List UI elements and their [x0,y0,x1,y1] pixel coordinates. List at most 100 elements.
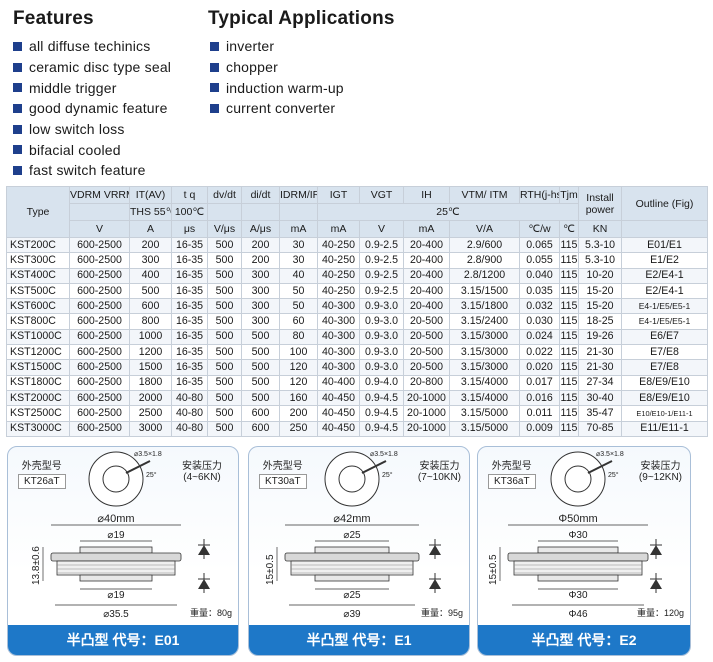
feature-item: ceramic disc type seal [13,57,171,78]
table-cell: 115 [559,405,579,422]
table-cell: 15-20 [578,298,622,315]
type-cell: KST1500C [6,359,70,376]
table-cell: 40-450 [317,420,360,437]
pressure-label: 安装压力 [640,461,681,472]
table-cell: 300 [129,252,172,269]
case-tag: 外壳型号 KT36aT [488,457,536,489]
bottom-pole [537,574,619,582]
applications-title: Typical Applications [208,8,395,29]
table-cell: 300 [241,282,280,300]
case-code: KT26aT [18,474,66,489]
bottom-pole [79,574,153,582]
col-it: IT(AV) [129,186,172,204]
case-label: 外壳型号 [262,461,303,472]
top-diameter: ⌀19 [107,530,125,541]
angle-label: 25° [382,471,393,479]
table-cell: 0.065 [519,236,560,254]
table-cell: 1200 [129,344,172,361]
unit-cell: ℃ [559,220,579,238]
header-blank [207,203,242,221]
bullet-square-icon [13,103,22,113]
table-cell: 0.9-2.5 [359,282,404,300]
table-cell: 160 [279,389,318,407]
table-cell: 16-35 [171,313,208,330]
table-cell: 600-2500 [69,236,130,254]
table-cell: 2.8/1200 [449,267,520,284]
col-outline: Outline (Fig) [621,186,708,221]
bullet-square-icon [210,62,219,72]
table-cell: 16-35 [171,328,208,346]
table-cell: 21-30 [578,359,622,376]
table-cell: 18-25 [578,313,622,330]
table-cell: 50 [279,282,318,300]
table-cell: 600-2500 [69,405,130,422]
table-cell: 3.15/1800 [449,298,520,315]
table-cell: 2000 [129,389,172,407]
thyristor-symbol-icon [198,573,210,593]
table-cell: 0.9-2.5 [359,252,404,269]
applications-list: inverter chopper induction warm-up curre… [210,36,344,119]
table-cell: 250 [279,420,318,437]
table-cell: 70-85 [578,420,622,437]
table-cell: 200 [241,252,280,269]
gate-lead [587,460,613,474]
case-tag: 外壳型号 KT30aT [259,457,307,489]
table-cell: 40-80 [171,420,208,437]
table-cell: E4-1/E5/E5-1 [621,298,708,315]
table-cell: 40-300 [317,344,360,361]
panel-caption: 半凸型 代号：E1 [249,625,469,655]
unit-cell: mA [403,220,450,238]
table-cell: 20-500 [403,313,450,330]
top-diameter: ⌀25 [343,530,361,541]
table-cell: 0.020 [519,359,560,376]
unit-cell: KN [578,220,622,238]
table-cell: 115 [559,420,579,437]
feature-item: fast switch feature [13,160,171,181]
base-diameter: ⌀35.5 [103,609,129,620]
table-cell: 20-400 [403,298,450,315]
header-blank [69,203,130,221]
disc-center [102,465,130,493]
outline-panel: 外壳型号 KT36aT 安装压力 (9~12KN) ⌀3.5×1.8 25° Φ… [477,446,691,656]
table-cell: 27-34 [578,374,622,391]
table-cell: 600-2500 [69,359,130,376]
case-tag: 外壳型号 KT26aT [18,457,66,489]
col-didt: di/dt [241,186,280,204]
height-dimension: 15±0.5 [265,554,276,585]
table-cell: 20-400 [403,282,450,300]
table-cell: 0.9-3.0 [359,344,404,361]
table-cell: 20-400 [403,267,450,284]
table-cell: 3.15/4000 [449,389,520,407]
application-item: induction warm-up [210,77,344,98]
features-list: all diffuse techinics ceramic disc type … [13,36,171,181]
flange [50,552,182,562]
table-cell: 0.055 [519,252,560,269]
table-cell: E2/E4-1 [621,267,708,284]
flange [284,552,420,562]
table-cell: 300 [241,313,280,330]
table-cell: 500 [241,328,280,346]
col-install: Install power [578,186,622,221]
table-cell: 600-2500 [69,252,130,269]
bullet-square-icon [13,145,22,155]
col-ih: IH [403,186,450,204]
table-cell: 115 [559,328,579,346]
hole-dimension: ⌀3.5×1.8 [596,451,624,458]
outline-drawing: ⌀3.5×1.8 25° ⌀42mm ⌀25 ⌀25 [265,451,441,620]
table-cell: 16-35 [171,298,208,315]
table-cell: 3.15/3000 [449,359,520,376]
table-cell: 40-250 [317,282,360,300]
bullet-square-icon [210,103,219,113]
type-cell: KST3000C [6,420,70,437]
bullet-square-icon [13,41,22,51]
case-code: KT36aT [488,474,536,489]
type-cell: KST500C [6,282,70,300]
table-cell: 20-800 [403,374,450,391]
outer-diameter: ⌀42mm [333,513,370,525]
top-pole [537,546,619,554]
